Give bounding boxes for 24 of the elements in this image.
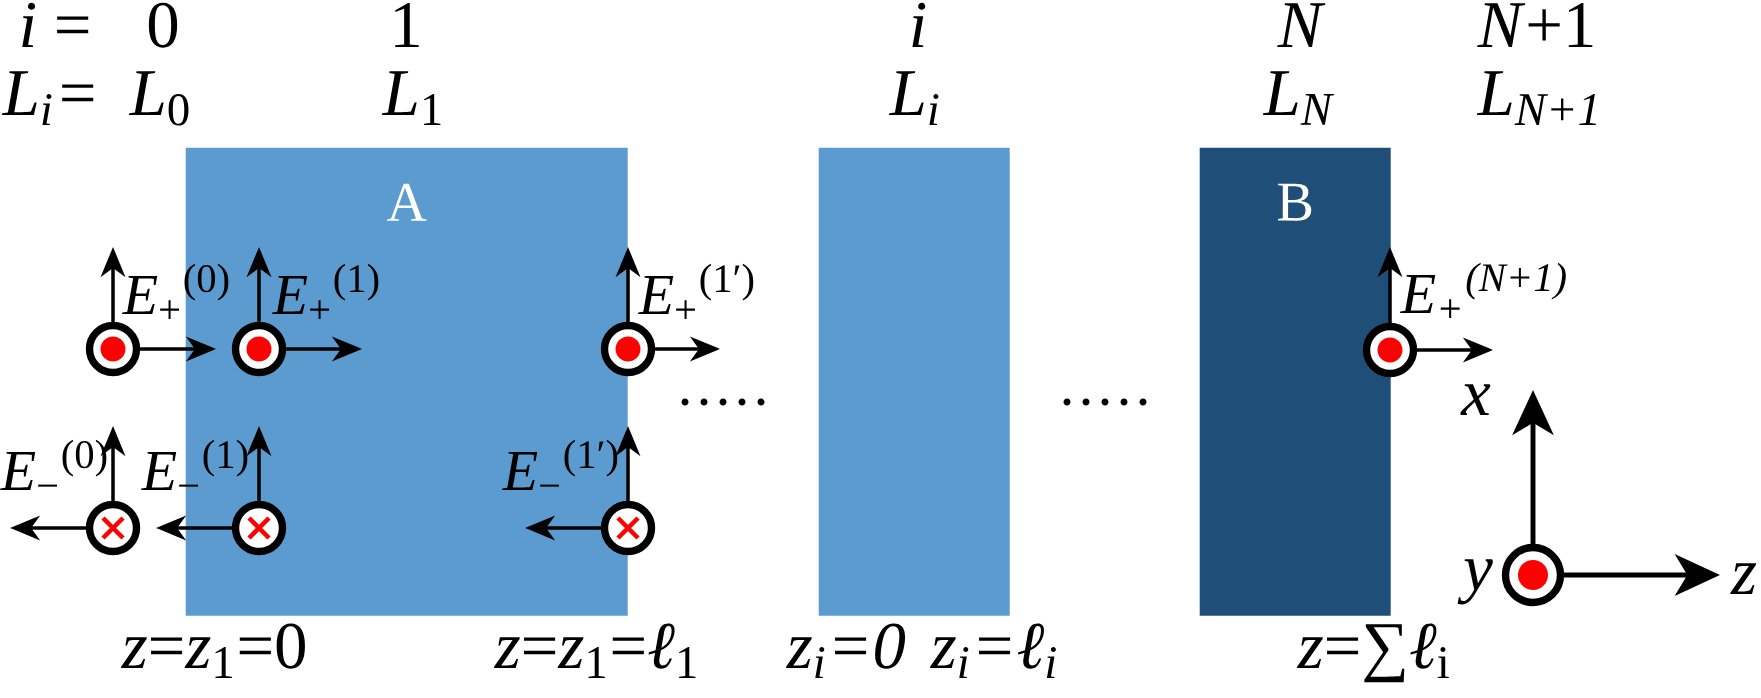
field-label: E$_{−}$(1′)	[502, 439, 618, 490]
field-label: E$_{+}$(1)	[272, 263, 379, 320]
layer-label: L$_{1}$	[381, 71, 441, 125]
layer-slab	[818, 147, 1010, 616]
position-label: z=z$_{1}$=ℓ$_{1}$	[493, 623, 696, 678]
layer-label: L$_{N+1}$	[1476, 71, 1596, 125]
position-label: z=∑ℓ$_{i}$	[1296, 623, 1449, 683]
field-label: E$_{+}$(1′)	[638, 263, 754, 320]
index-label: i	[912, 2, 926, 47]
index-label: N	[1277, 3, 1326, 47]
position-label: z$_{i}$=ℓ$_{i}$	[929, 623, 1056, 678]
index-label: 1	[395, 2, 419, 47]
position-label: z=z$_{1}$=0	[120, 623, 305, 678]
axis-label: y	[1457, 559, 1493, 605]
index-label: 0	[148, 2, 178, 48]
layer-label: L$_{0}$	[128, 71, 189, 126]
axis-label: z	[1730, 563, 1757, 594]
field-label: E$_{−}$(0)	[0, 439, 107, 490]
layer-label: L$_{i}$	[888, 71, 939, 126]
field-label: E$_{−}$(1)	[141, 439, 248, 490]
layer-label: L$_{N}$	[1262, 71, 1335, 125]
axis-label: x	[1460, 384, 1491, 415]
layer-label: L$_{i}$=	[1, 71, 94, 126]
layer-slab: B	[1199, 147, 1391, 616]
